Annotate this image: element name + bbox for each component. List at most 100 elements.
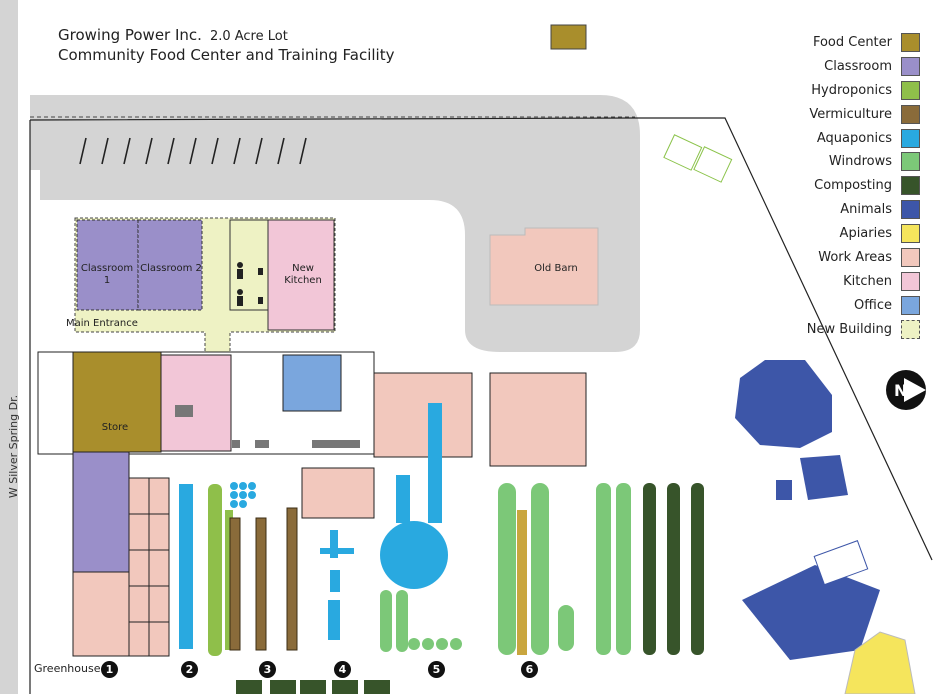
map-title: Growing Power Inc. 2.0 Acre Lot Community… bbox=[58, 26, 394, 65]
legend-swatch bbox=[901, 295, 920, 315]
greenhouse-1-grid bbox=[129, 478, 169, 656]
legend-item: Hydroponics bbox=[786, 80, 926, 104]
outdoor-windrows bbox=[596, 483, 631, 655]
org-name: Growing Power Inc. bbox=[58, 26, 202, 44]
greenhouse-5-work bbox=[373, 372, 473, 458]
greenhouse-number: 6 bbox=[521, 661, 538, 678]
classroom-2-label: Classroom 2 bbox=[140, 263, 202, 274]
plot-outline bbox=[663, 134, 703, 171]
parking-lot bbox=[62, 130, 328, 172]
legend-swatch bbox=[901, 176, 920, 196]
office bbox=[282, 354, 342, 412]
main-entrance-label: Main Entrance bbox=[66, 318, 138, 329]
property-boundary bbox=[29, 117, 933, 694]
compost-rows bbox=[643, 483, 704, 655]
store-label: Store bbox=[101, 422, 129, 433]
worm-icon bbox=[901, 152, 920, 172]
greenhouse-5-fish-tank bbox=[380, 521, 448, 589]
legend-item: Composting bbox=[786, 175, 926, 199]
new-kitchen bbox=[267, 219, 335, 331]
legend-item: Apiaries bbox=[786, 223, 926, 247]
new-kitchen-label: New Kitchen bbox=[284, 263, 322, 286]
legend-swatch bbox=[901, 248, 920, 268]
greenhouse-2-hydroponics bbox=[208, 484, 222, 656]
legend-item: Kitchen bbox=[786, 271, 926, 295]
greenhouse-5-beds bbox=[380, 590, 462, 652]
greenhouse-2-aquaponics bbox=[179, 484, 193, 649]
legend-label: Animals bbox=[840, 202, 892, 218]
greenhouse-4-aquaponics bbox=[320, 530, 354, 640]
legend-swatch bbox=[901, 80, 920, 100]
food-center-swatch-top bbox=[550, 24, 587, 50]
restroom-icon bbox=[237, 262, 263, 306]
legend-item: Vermiculture bbox=[786, 104, 926, 128]
compost-blocks-bottom bbox=[236, 680, 390, 694]
poultry-pen bbox=[800, 455, 848, 500]
facility-name: Community Food Center and Training Facil… bbox=[58, 46, 395, 64]
greenhouse-5-channels bbox=[396, 403, 442, 523]
bee-icon bbox=[901, 224, 920, 244]
classroom-1-label: Classroom 1 bbox=[80, 263, 134, 286]
legend-item: Aquaponics bbox=[786, 128, 926, 152]
greenhouse-4-workarea bbox=[301, 467, 375, 519]
legend-item: Classroom bbox=[786, 56, 926, 80]
greenhouse-6-windrows bbox=[498, 483, 574, 655]
greenhouse-number: 1 bbox=[101, 661, 118, 678]
legend-label: Classroom bbox=[824, 58, 892, 74]
greenhouse-3-vermiculture bbox=[229, 507, 298, 651]
legend-label: Windrows bbox=[828, 154, 892, 170]
small-pen bbox=[776, 480, 792, 500]
parking-stalls bbox=[79, 137, 307, 165]
legend-item: Office bbox=[786, 295, 926, 319]
legend-label: Office bbox=[854, 297, 892, 313]
greenhouse-number: 3 bbox=[259, 661, 276, 678]
greenhouse-1-work bbox=[72, 571, 130, 657]
legend-label: Composting bbox=[814, 178, 892, 194]
fixtures bbox=[175, 405, 360, 448]
legend-item: New Building bbox=[786, 319, 926, 343]
legend-item: Work Areas bbox=[786, 247, 926, 271]
classroom-1 bbox=[76, 219, 139, 311]
apiary bbox=[844, 631, 916, 694]
legend-swatch bbox=[901, 319, 920, 339]
legend-label: Food Center bbox=[812, 35, 892, 50]
greenhouse-6-vermiculture bbox=[517, 510, 527, 655]
greenhouse-6-work bbox=[489, 372, 587, 467]
classroom-2 bbox=[137, 219, 203, 311]
greenhouse-number: 4 bbox=[334, 661, 351, 678]
legend-label: Kitchen bbox=[843, 273, 892, 289]
legend-label: Hydroponics bbox=[811, 82, 892, 98]
restrooms bbox=[229, 219, 269, 311]
goat-pen bbox=[735, 360, 832, 448]
legend-label: Aquaponics bbox=[816, 130, 892, 146]
legend-swatch bbox=[901, 271, 920, 291]
legend-label: Vermiculture bbox=[809, 106, 892, 122]
kitchen-area bbox=[160, 354, 232, 452]
fish-icon bbox=[901, 128, 920, 148]
greenhouse-label: Greenhouse bbox=[34, 662, 101, 675]
legend-swatch bbox=[901, 56, 920, 76]
goat-icon bbox=[901, 200, 920, 220]
greenhouse-number: 2 bbox=[181, 661, 198, 678]
greenhouse-number: 5 bbox=[428, 661, 445, 678]
large-pens bbox=[742, 565, 880, 660]
legend-item: Food Center bbox=[786, 32, 926, 56]
legend-swatch bbox=[901, 33, 920, 52]
north-label: N bbox=[894, 381, 907, 400]
greenhouse-3-bubbles bbox=[230, 482, 256, 508]
plot-outline bbox=[693, 146, 733, 183]
legend-label: Apiaries bbox=[839, 226, 892, 242]
old-barn-label: Old Barn bbox=[534, 263, 578, 274]
pen-annex bbox=[813, 540, 869, 586]
legend-item: Windrows bbox=[786, 151, 926, 175]
street-strip bbox=[0, 0, 18, 694]
north-arrow-point bbox=[904, 378, 926, 402]
old-barn bbox=[489, 227, 599, 306]
legend-label: Work Areas bbox=[818, 250, 892, 266]
street-label: W Silver Spring Dr. bbox=[7, 394, 21, 499]
store bbox=[72, 351, 162, 453]
lot-size: 2.0 Acre Lot bbox=[209, 29, 288, 44]
worm-icon bbox=[901, 104, 920, 124]
